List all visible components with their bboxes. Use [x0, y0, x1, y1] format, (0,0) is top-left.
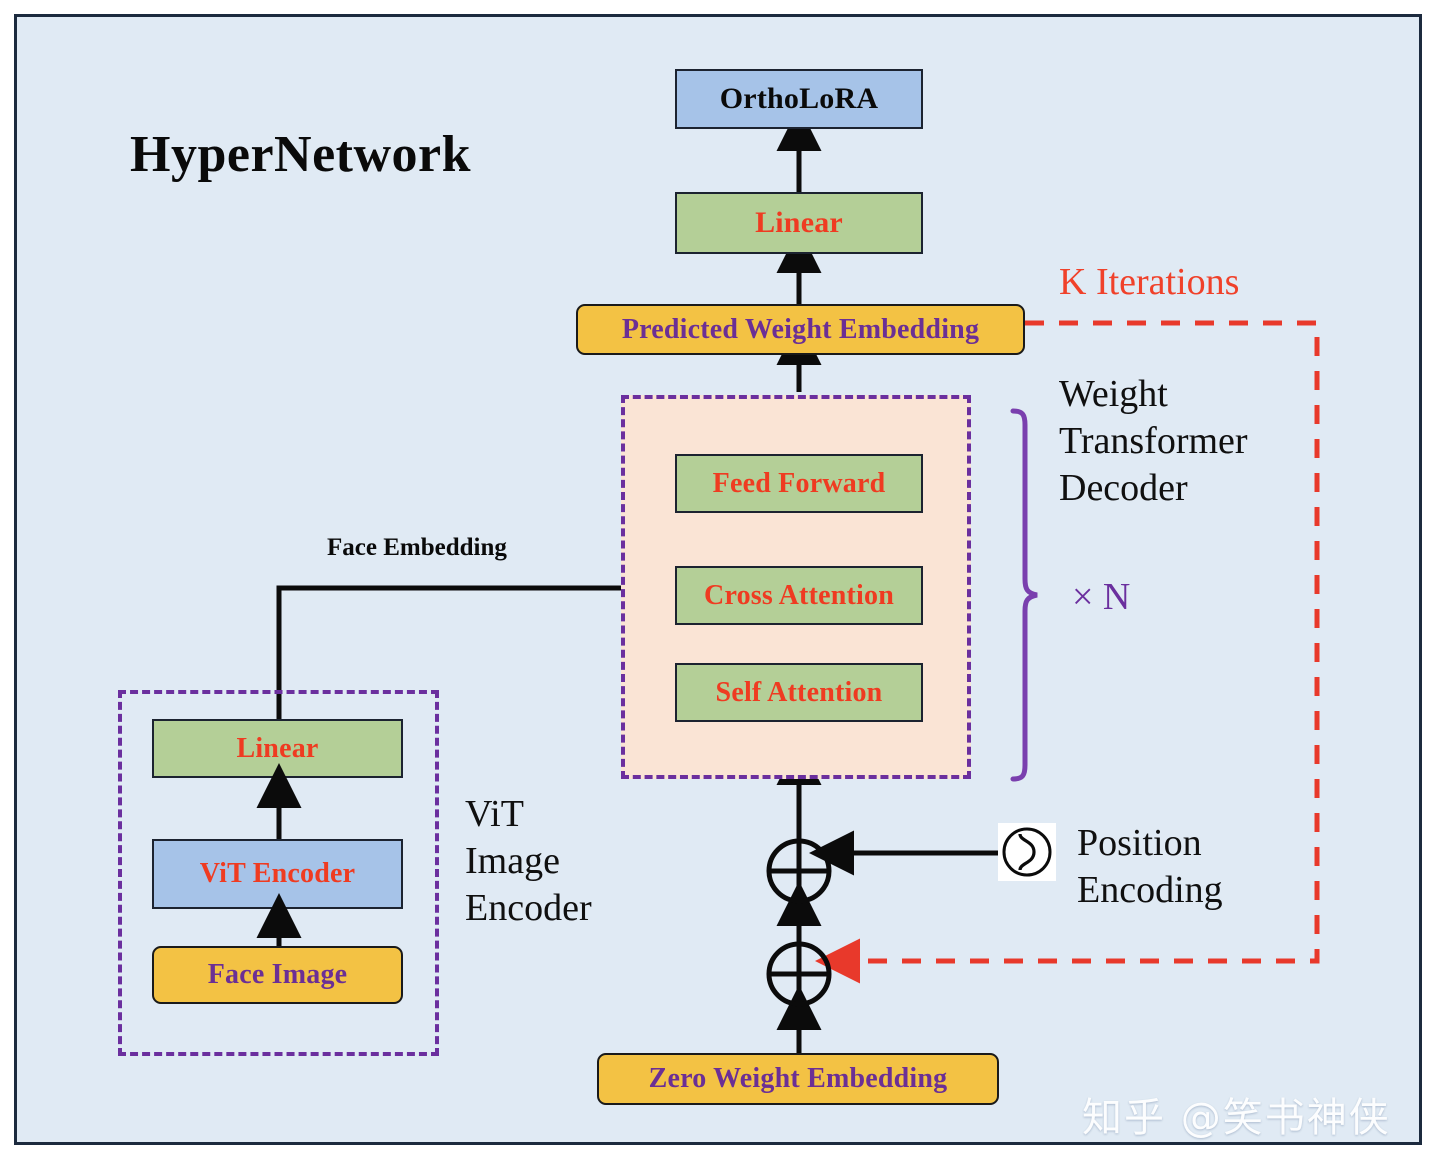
- vit-image-encoder-label: ViT Image Encoder: [465, 791, 685, 932]
- node-self-attention[interactable]: Self Attention: [675, 663, 923, 722]
- page-title: HyperNetwork: [130, 126, 472, 183]
- watermark: 知乎 @笑书神侠: [1082, 1095, 1391, 1141]
- node-linear-top-label: Linear: [755, 206, 843, 240]
- k-iterations-label: K Iterations: [1059, 261, 1240, 303]
- vit-internal-arrows: [256, 762, 302, 946]
- node-zero-weight-embedding-label: Zero Weight Embedding: [648, 1063, 948, 1095]
- node-ortholora-label: OrthoLoRA: [719, 82, 879, 116]
- node-cross-attention[interactable]: Cross Attention: [675, 566, 923, 625]
- pe-line-2: Encoding: [1077, 869, 1223, 912]
- plus-circle-position: [766, 838, 832, 904]
- connectors-layer: [276, 105, 1320, 1053]
- plus-circle-feedback: [766, 941, 832, 1007]
- node-feed-forward[interactable]: Feed Forward: [675, 454, 923, 513]
- weight-transformer-decoder-label: Weight Transformer Decoder: [1059, 371, 1319, 512]
- node-predicted-weight-embedding-label: Predicted Weight Embedding: [621, 313, 980, 345]
- node-linear-top[interactable]: Linear: [675, 192, 923, 254]
- node-cross-attention-label: Cross Attention: [704, 579, 894, 611]
- vit-line-2: Image: [465, 840, 560, 883]
- red-dashed-k-iteration-loop: [814, 320, 1320, 984]
- vit-line-1: ViT: [465, 793, 524, 835]
- node-face-image-label: Face Image: [207, 959, 348, 991]
- node-predicted-weight-embedding[interactable]: Predicted Weight Embedding: [576, 304, 1025, 355]
- node-feed-forward-label: Feed Forward: [712, 467, 886, 499]
- position-encoding-label: Position Encoding: [1077, 820, 1327, 914]
- vit-image-encoder-group: [118, 690, 439, 1056]
- wtd-line-2: Transformer: [1059, 420, 1248, 463]
- node-face-image[interactable]: Face Image: [152, 946, 403, 1004]
- node-ortholora[interactable]: OrthoLoRA: [675, 69, 923, 129]
- arrow-face-embedding-to-cross-attention: [276, 565, 694, 719]
- wtd-line-3: Decoder: [1059, 467, 1188, 510]
- purple-brace: [1010, 408, 1038, 782]
- node-self-attention-label: Self Attention: [715, 676, 883, 708]
- diagram-canvas: HyperNetwork OrthoLoRA Linear Predicted …: [14, 14, 1422, 1145]
- wtd-line-1: Weight: [1059, 373, 1168, 415]
- times-n-label: × N: [1072, 576, 1131, 618]
- pe-line-1: Position: [1077, 822, 1202, 864]
- vit-line-3: Encoder: [465, 887, 592, 930]
- node-linear-vit-label: Linear: [236, 732, 319, 764]
- node-zero-weight-embedding[interactable]: Zero Weight Embedding: [597, 1053, 999, 1105]
- face-embedding-label: Face Embedding: [327, 534, 507, 561]
- node-vit-encoder-label: ViT Encoder: [199, 858, 356, 890]
- sine-wave-icon: [1002, 827, 1052, 877]
- position-encoding-icon: [998, 823, 1056, 881]
